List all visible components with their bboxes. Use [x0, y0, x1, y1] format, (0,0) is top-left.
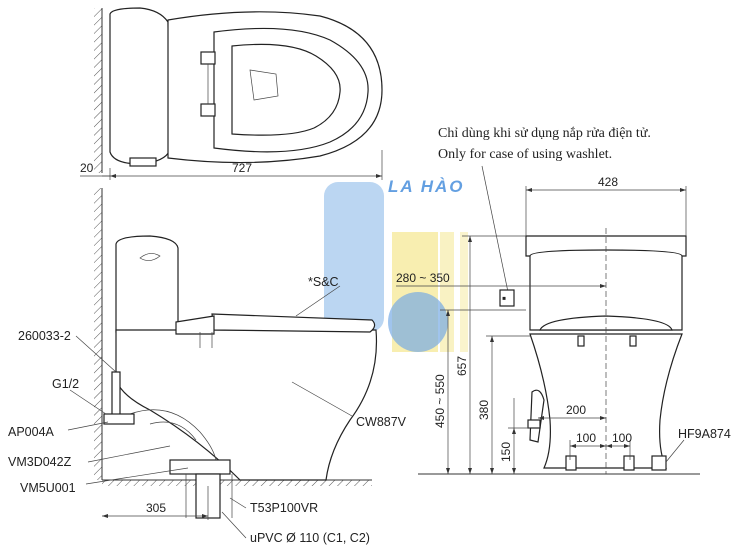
label-fixing: HF9A874: [678, 427, 731, 441]
dim-top-length: 727: [232, 161, 252, 175]
label-260033-2: 260033-2: [18, 329, 71, 343]
note-line-1: Chỉ dùng khi sử dụng nắp rửa điện tử.: [438, 126, 651, 141]
label-vm3d042z: VM3D042Z: [8, 455, 72, 469]
label-seat: *S&C: [308, 275, 339, 289]
dim-top-wall: 20: [80, 161, 94, 175]
label-g1-2: G1/2: [52, 377, 79, 391]
label-ap004a: AP004A: [8, 425, 55, 439]
side-view: 260033-2 G1/2 AP004A VM3D042Z VM5U001 *S…: [8, 188, 407, 545]
watermark-text: LA HÀO: [388, 177, 465, 196]
dim-seat-height: 450 ~ 550: [433, 374, 447, 428]
dim-rough-in: 305: [146, 501, 166, 515]
svg-text:▪: ▪: [502, 291, 506, 305]
note: Chỉ dùng khi sử dụng nắp rửa điện tử. On…: [438, 126, 651, 293]
top-view: 727 20: [80, 7, 383, 180]
label-drain: T53P100VR: [250, 501, 318, 515]
label-vm5u001: VM5U001: [20, 481, 76, 495]
dim-offset: 200: [566, 403, 586, 417]
dim-bolt-left: 100: [576, 431, 596, 445]
dim-outlet-range: 280 ~ 350: [396, 271, 450, 285]
dim-total-height: 657: [455, 356, 469, 376]
dim-bolt-right: 100: [612, 431, 632, 445]
label-pipe: uPVC Ø 110 (C1, C2): [250, 531, 370, 545]
dim-outlet-height: 380: [477, 400, 491, 420]
note-line-2: Only for case of using washlet.: [438, 147, 612, 162]
dim-inlet-height: 150: [499, 442, 513, 462]
watermark: LA HÀO: [324, 177, 468, 352]
front-view: ▪ 428 280 ~ 350 657 450 ~ 550 380 150: [396, 175, 731, 475]
label-bowl: CW887V: [356, 415, 407, 429]
dim-width: 428: [598, 175, 618, 189]
